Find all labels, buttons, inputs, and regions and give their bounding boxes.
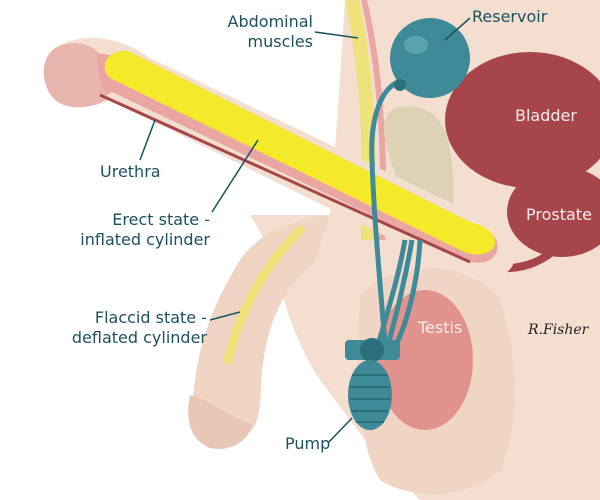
leader-flaccid [209,311,241,321]
leader-reservoir [444,17,471,41]
pump-ridges [350,374,390,423]
prostate [507,167,600,257]
label-flaccid-line1: Flaccid state - [94,308,207,327]
label-flaccid-line2: deflated cylinder [71,328,207,347]
cylinder-tube-1 [385,239,415,346]
leader-pump [327,417,353,444]
label-erect-line1: Erect state - [112,210,210,229]
label-abdominal-line2: muscles [247,32,313,51]
deflated-cylinder [223,225,305,365]
label-testis: Testis [418,318,463,337]
flaccid-penis [193,215,330,444]
label-pump: Pump [285,434,331,453]
leader-abdominal [314,31,359,39]
reservoir-tube [369,79,400,346]
label-abdominal-muscles: Abdominal muscles [225,12,313,52]
label-bladder: Bladder [515,106,577,125]
cylinder-tube-3 [375,239,408,346]
flaccid-glans [188,395,252,449]
pump-valve [360,338,384,362]
signature: R.Fisher [528,322,589,338]
testis [377,290,473,430]
inflated-cylinder [104,50,496,255]
label-flaccid-state: Flaccid state - deflated cylinder [55,308,207,348]
label-urethra: Urethra [100,162,161,181]
urethra [99,93,471,264]
label-abdominal-line1: Abdominal [227,12,313,31]
label-prostate: Prostate [526,205,592,224]
label-erect-line2: inflated cylinder [80,230,210,249]
reservoir-port [394,79,406,91]
leader-urethra [139,119,156,161]
pump-bulb [348,360,392,430]
label-reservoir: Reservoir [472,7,548,26]
leader-erect [211,139,259,213]
bladder [445,52,600,188]
erect-glans [43,43,108,108]
label-erect-state: Erect state - inflated cylinder [55,210,210,250]
cylinder-tube-2 [393,239,423,347]
reservoir-highlight [404,36,428,54]
